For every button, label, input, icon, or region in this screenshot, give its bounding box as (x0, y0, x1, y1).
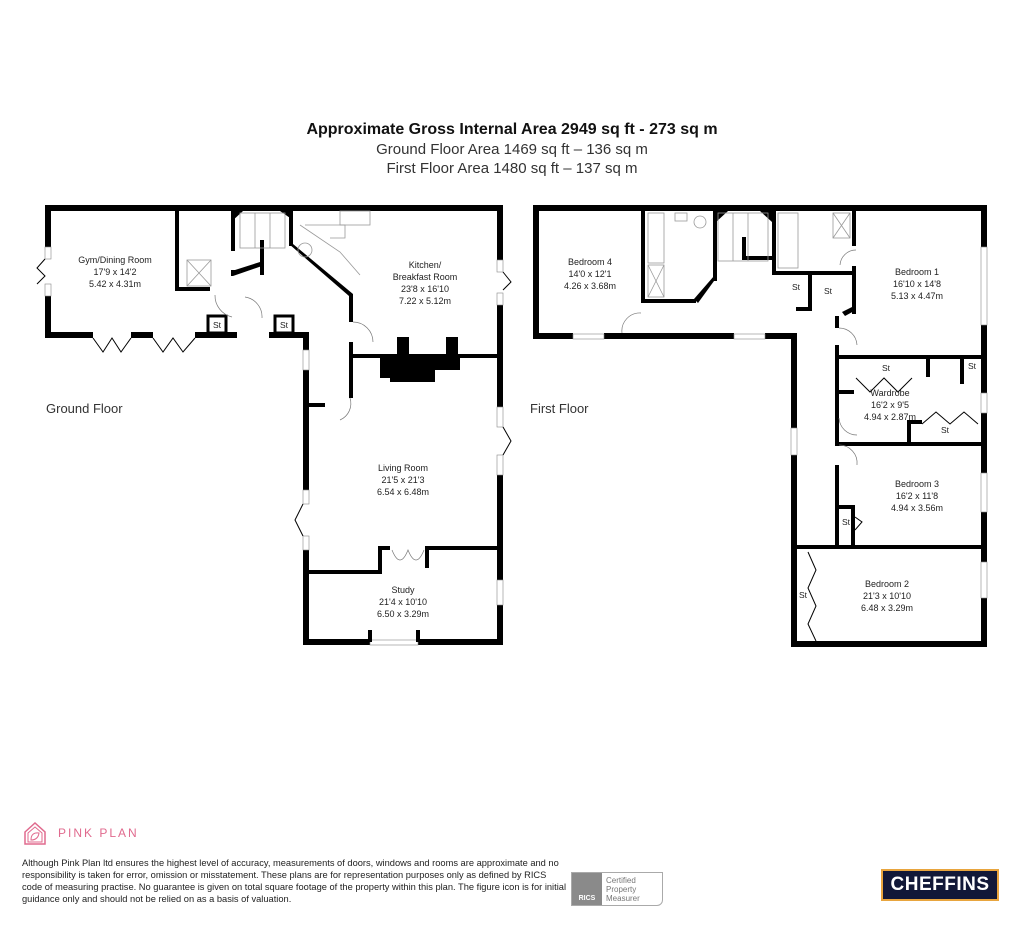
room-bedroom3-imperial: 16'2 x 11'8 (896, 491, 938, 501)
gross-area-title: Approximate Gross Internal Area 2949 sq … (306, 121, 718, 138)
room-gym-dining-metric: 5.42 x 4.31m (89, 279, 141, 289)
room-bedroom1-metric: 5.13 x 4.47m (891, 291, 943, 301)
room-study-metric: 6.50 x 3.29m (377, 609, 429, 619)
store-label: St (280, 320, 289, 330)
store-label: St (799, 590, 808, 600)
room-bedroom3-name: Bedroom 3 (895, 479, 939, 489)
area-header: Approximate Gross Internal Area 2949 sq … (0, 120, 1024, 178)
rics-line1: Certified (606, 876, 636, 885)
first-floor-label: First Floor (530, 401, 589, 416)
room-kitchen-imperial: 23'8 x 16'10 (401, 284, 449, 294)
rics-badge: RICS Certified Property Measurer (571, 872, 663, 906)
room-bedroom4-name: Bedroom 4 (568, 257, 612, 267)
store-label: St (882, 363, 891, 373)
first-floor-area: First Floor Area 1480 sq ft – 137 sq m (386, 160, 638, 177)
room-bedroom4-imperial: 14'0 x 12'1 (569, 269, 612, 279)
store-label: St (213, 320, 222, 330)
room-bedroom2-imperial: 21'3 x 10'10 (863, 591, 911, 601)
room-living-name: Living Room (378, 463, 428, 473)
ground-floor-area: Ground Floor Area 1469 sq ft – 136 sq m (376, 141, 648, 158)
brand-name: PINK PLAN (58, 826, 139, 840)
room-gym-dining-name: Gym/Dining Room (78, 255, 152, 265)
room-bedroom2-metric: 6.48 x 3.29m (861, 603, 913, 613)
house-leaf-icon (24, 821, 46, 845)
room-wardrobe-imperial: 16'2 x 9'5 (871, 400, 909, 410)
ground-floor-label: Ground Floor (46, 401, 123, 416)
room-bedroom2-name: Bedroom 2 (865, 579, 909, 589)
store-label: St (968, 361, 977, 371)
disclaimer-text: Although Pink Plan ltd ensures the highe… (22, 858, 567, 904)
rics-line3: Measurer (606, 894, 640, 903)
room-wardrobe-metric: 4.94 x 2.87m (864, 412, 916, 422)
room-kitchen-metric: 7.22 x 5.12m (399, 296, 451, 306)
ground-floor-plan: Gym/Dining Room 17'9 x 14'2 5.42 x 4.31m… (36, 205, 512, 646)
room-living-imperial: 21'5 x 21'3 (382, 475, 425, 485)
store-label: St (792, 282, 801, 292)
room-kitchen-name: Kitchen/ (409, 260, 442, 270)
room-study-name: Study (391, 585, 415, 595)
first-floor-plan: Bedroom 4 14'0 x 12'1 4.26 x 3.68m Bedro… (533, 205, 988, 647)
rics-logo-icon: RICS (572, 873, 602, 905)
room-bedroom1-name: Bedroom 1 (895, 267, 939, 277)
room-study-imperial: 21'4 x 10'10 (379, 597, 427, 607)
cheffins-logo: CHEFFINS (881, 869, 999, 901)
room-wardrobe-name: Wardrobe (870, 388, 909, 398)
rics-line2: Property (606, 885, 637, 894)
room-gym-dining-imperial: 17'9 x 14'2 (94, 267, 137, 277)
rics-text: Certified Property Measurer (602, 873, 644, 905)
room-bedroom3-metric: 4.94 x 3.56m (891, 503, 943, 513)
store-label: St (824, 286, 833, 296)
store-label: St (842, 517, 851, 527)
room-kitchen-name2: Breakfast Room (393, 272, 458, 282)
room-living-metric: 6.54 x 6.48m (377, 487, 429, 497)
room-bedroom4-metric: 4.26 x 3.68m (564, 281, 616, 291)
pink-plan-logo: PINK PLAN (22, 820, 139, 846)
store-label: St (941, 425, 950, 435)
room-bedroom1-imperial: 16'10 x 14'8 (893, 279, 941, 289)
